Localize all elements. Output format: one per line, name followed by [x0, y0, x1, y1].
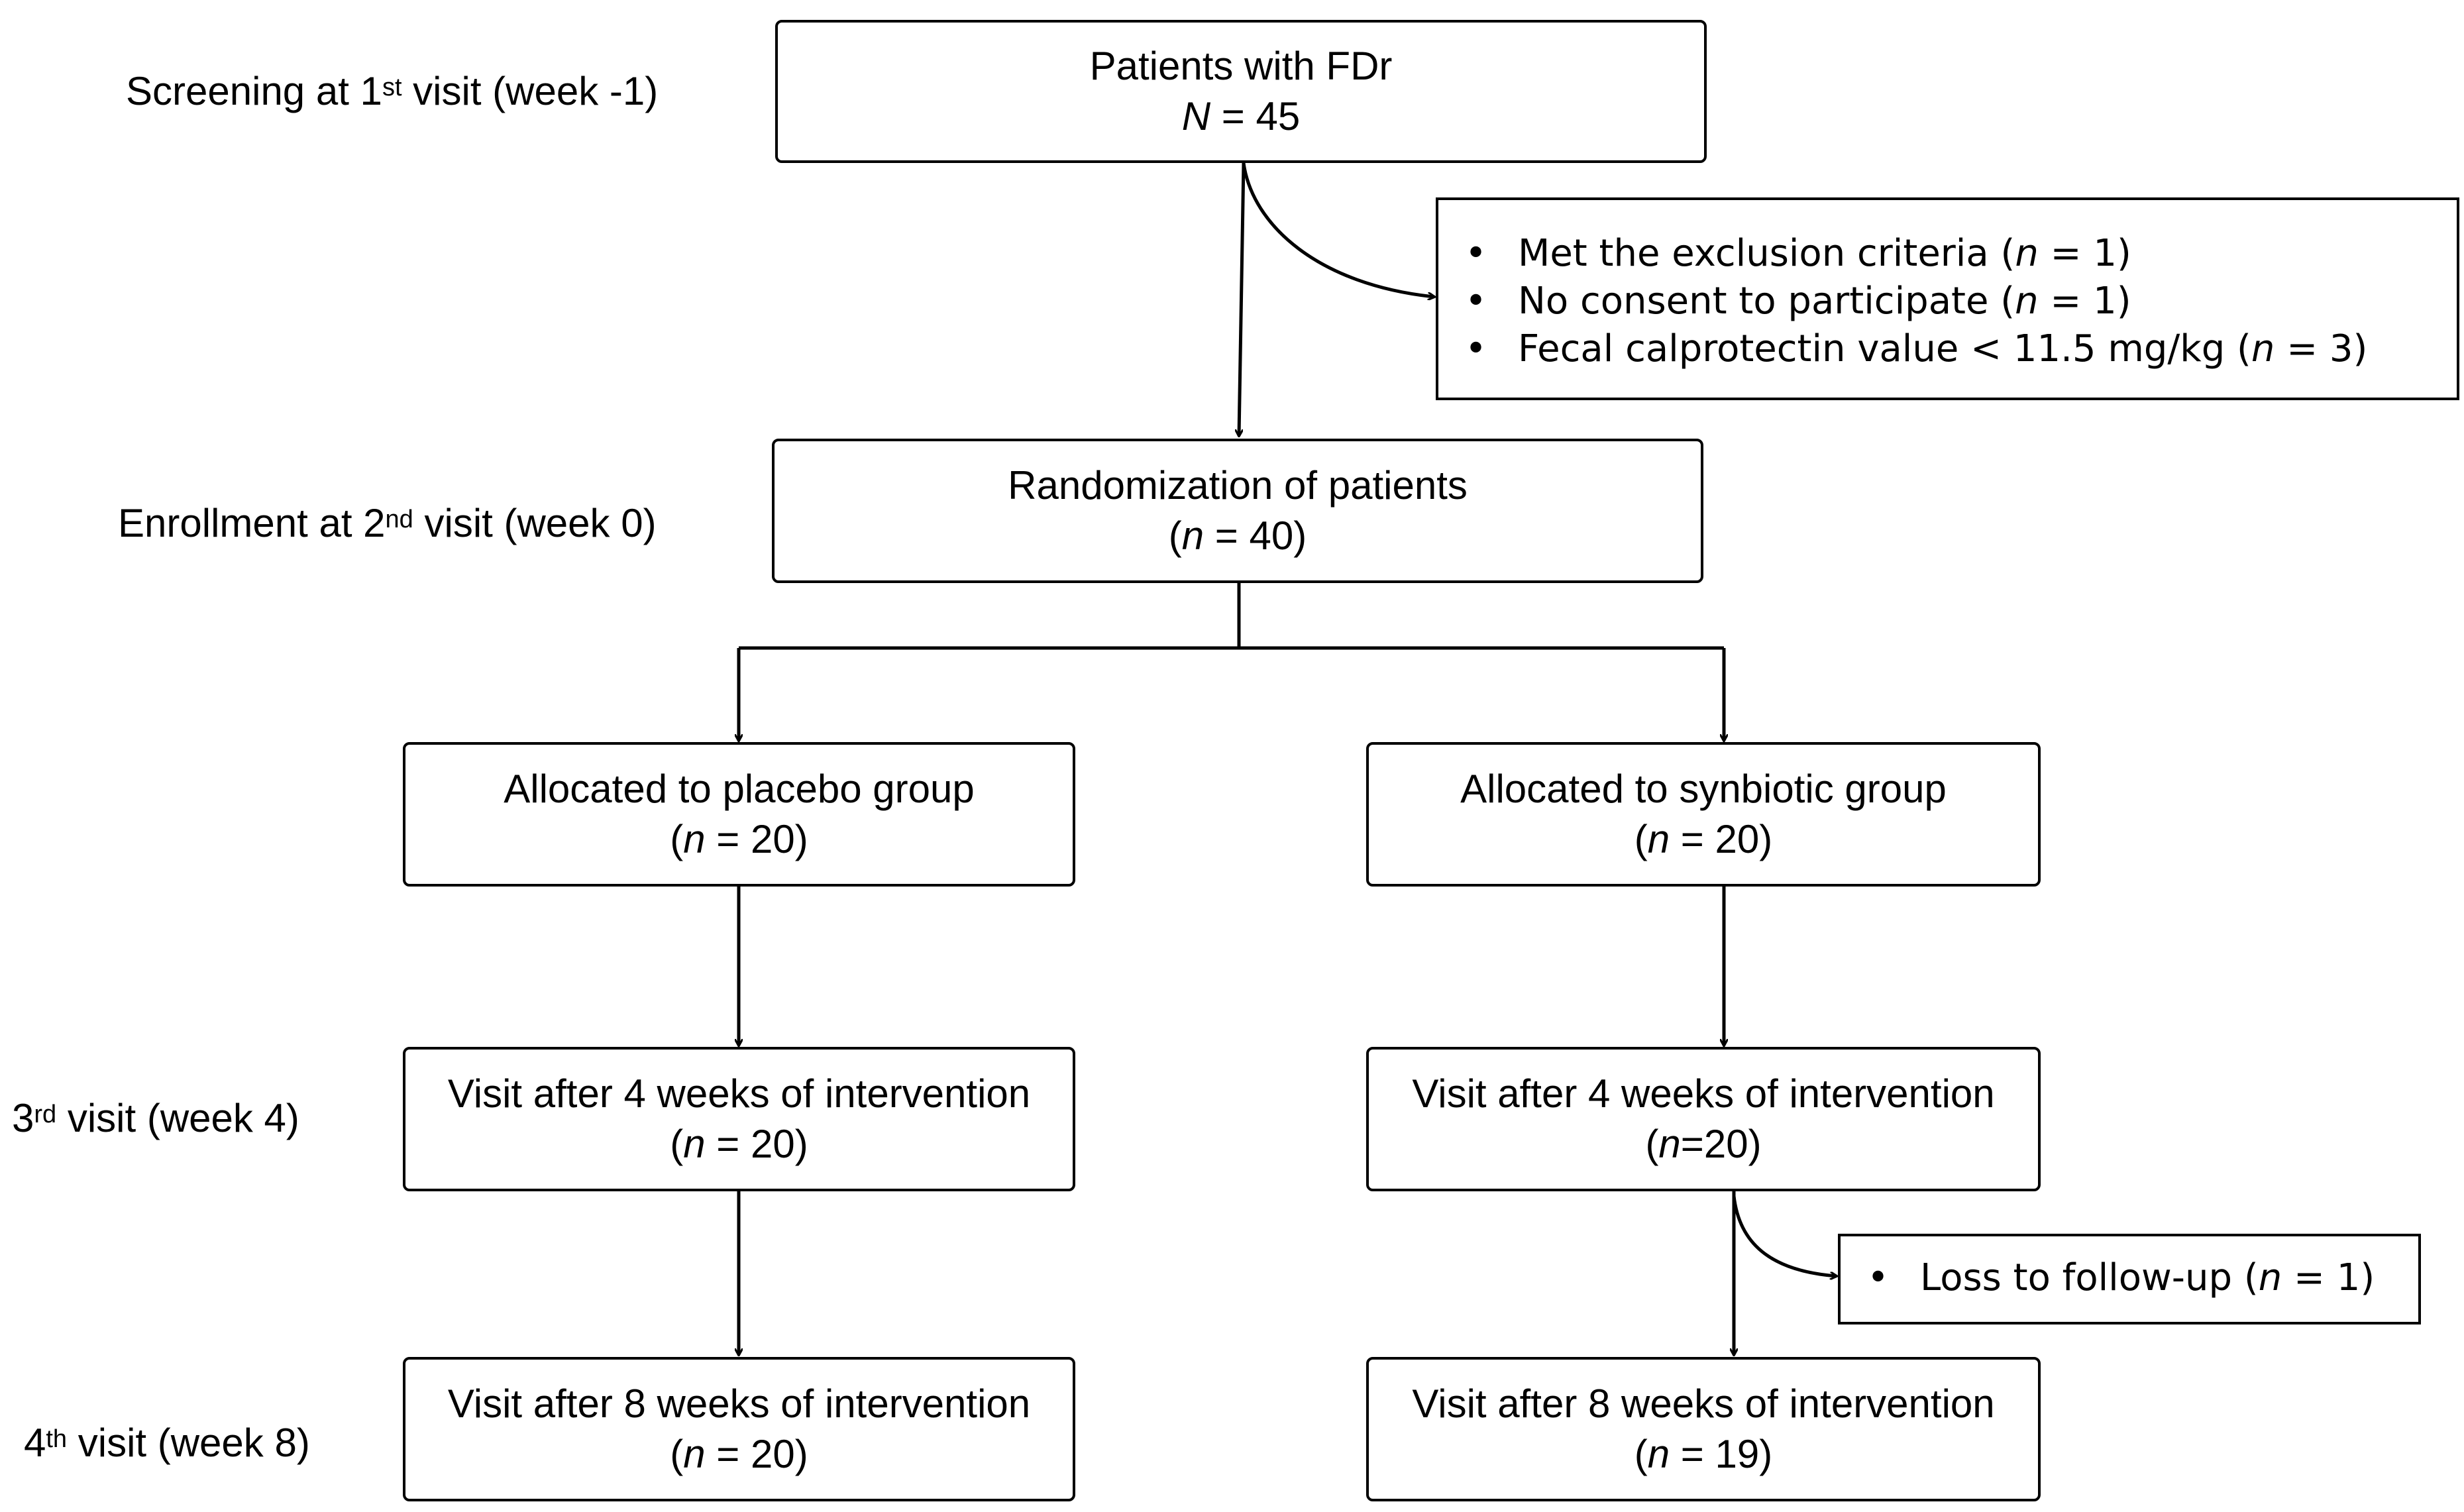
placebo-week8-title: Visit after 8 weeks of intervention: [447, 1381, 1031, 1426]
arrow-patients-to-randomization: [1239, 162, 1246, 436]
synbiotic-week8-box: Visit after 8 weeks of intervention (n =…: [1366, 1357, 2041, 1501]
placebo-week8-count: (n = 20): [670, 1432, 808, 1476]
synbiotic-week4-title: Visit after 4 weeks of intervention: [1412, 1071, 1995, 1116]
patients-count: N = 45: [1181, 94, 1301, 138]
arrow-to-exclusions: [1242, 162, 1434, 297]
synbiotic-allocation-box: Allocated to synbiotic group (n = 20): [1366, 742, 2041, 887]
exclusion-item: Fecal calprotectin value < 11.5 mg/kg (n…: [1438, 325, 2457, 373]
placebo-allocation-box: Allocated to placebo group (n = 20): [403, 742, 1075, 887]
synbiotic-week8-count: (n = 19): [1634, 1432, 1773, 1476]
placebo-allocation-count: (n = 20): [670, 817, 808, 861]
placebo-week4-count: (n = 20): [670, 1122, 808, 1166]
patients-title: Patients with FDr: [1089, 44, 1393, 88]
placebo-week4-title: Visit after 4 weeks of intervention: [447, 1071, 1031, 1116]
loss-to-follow-up-box: Loss to follow-up (n = 1): [1838, 1234, 2421, 1324]
placebo-week8-box: Visit after 8 weeks of intervention (n =…: [403, 1357, 1075, 1501]
stage-label-visit3: 3rd visit (week 4): [12, 1096, 299, 1140]
randomization-title: Randomization of patients: [1008, 463, 1468, 508]
randomization-count: (n = 40): [1168, 513, 1307, 558]
arrow-to-loss: [1732, 1195, 1837, 1276]
synbiotic-week8-title: Visit after 8 weeks of intervention: [1412, 1381, 1995, 1426]
synbiotic-week4-count: (n=20): [1645, 1122, 1762, 1166]
loss-item: Loss to follow-up (n = 1): [1841, 1254, 2418, 1302]
synbiotic-allocation-count: (n = 20): [1634, 817, 1773, 861]
stage-label-enrollment: Enrollment at 2nd visit (week 0): [118, 501, 657, 545]
stage-label-screening: Screening at 1st visit (week -1): [126, 69, 659, 113]
exclusion-item: Met the exclusion criteria (n = 1): [1438, 230, 2457, 278]
stage-label-visit4: 4th visit (week 8): [24, 1421, 310, 1465]
placebo-allocation-title: Allocated to placebo group: [504, 767, 975, 811]
synbiotic-allocation-title: Allocated to synbiotic group: [1460, 767, 1947, 811]
synbiotic-week4-box: Visit after 4 weeks of intervention (n=2…: [1366, 1047, 2041, 1191]
line-randomization-split: [739, 583, 1724, 650]
exclusion-item: No consent to participate (n = 1): [1438, 278, 2457, 325]
exclusions-box: Met the exclusion criteria (n = 1) No co…: [1436, 197, 2459, 400]
placebo-week4-box: Visit after 4 weeks of intervention (n =…: [403, 1047, 1075, 1191]
patients-box: Patients with FDr N = 45: [775, 20, 1707, 163]
randomization-box: Randomization of patients (n = 40): [772, 439, 1703, 583]
